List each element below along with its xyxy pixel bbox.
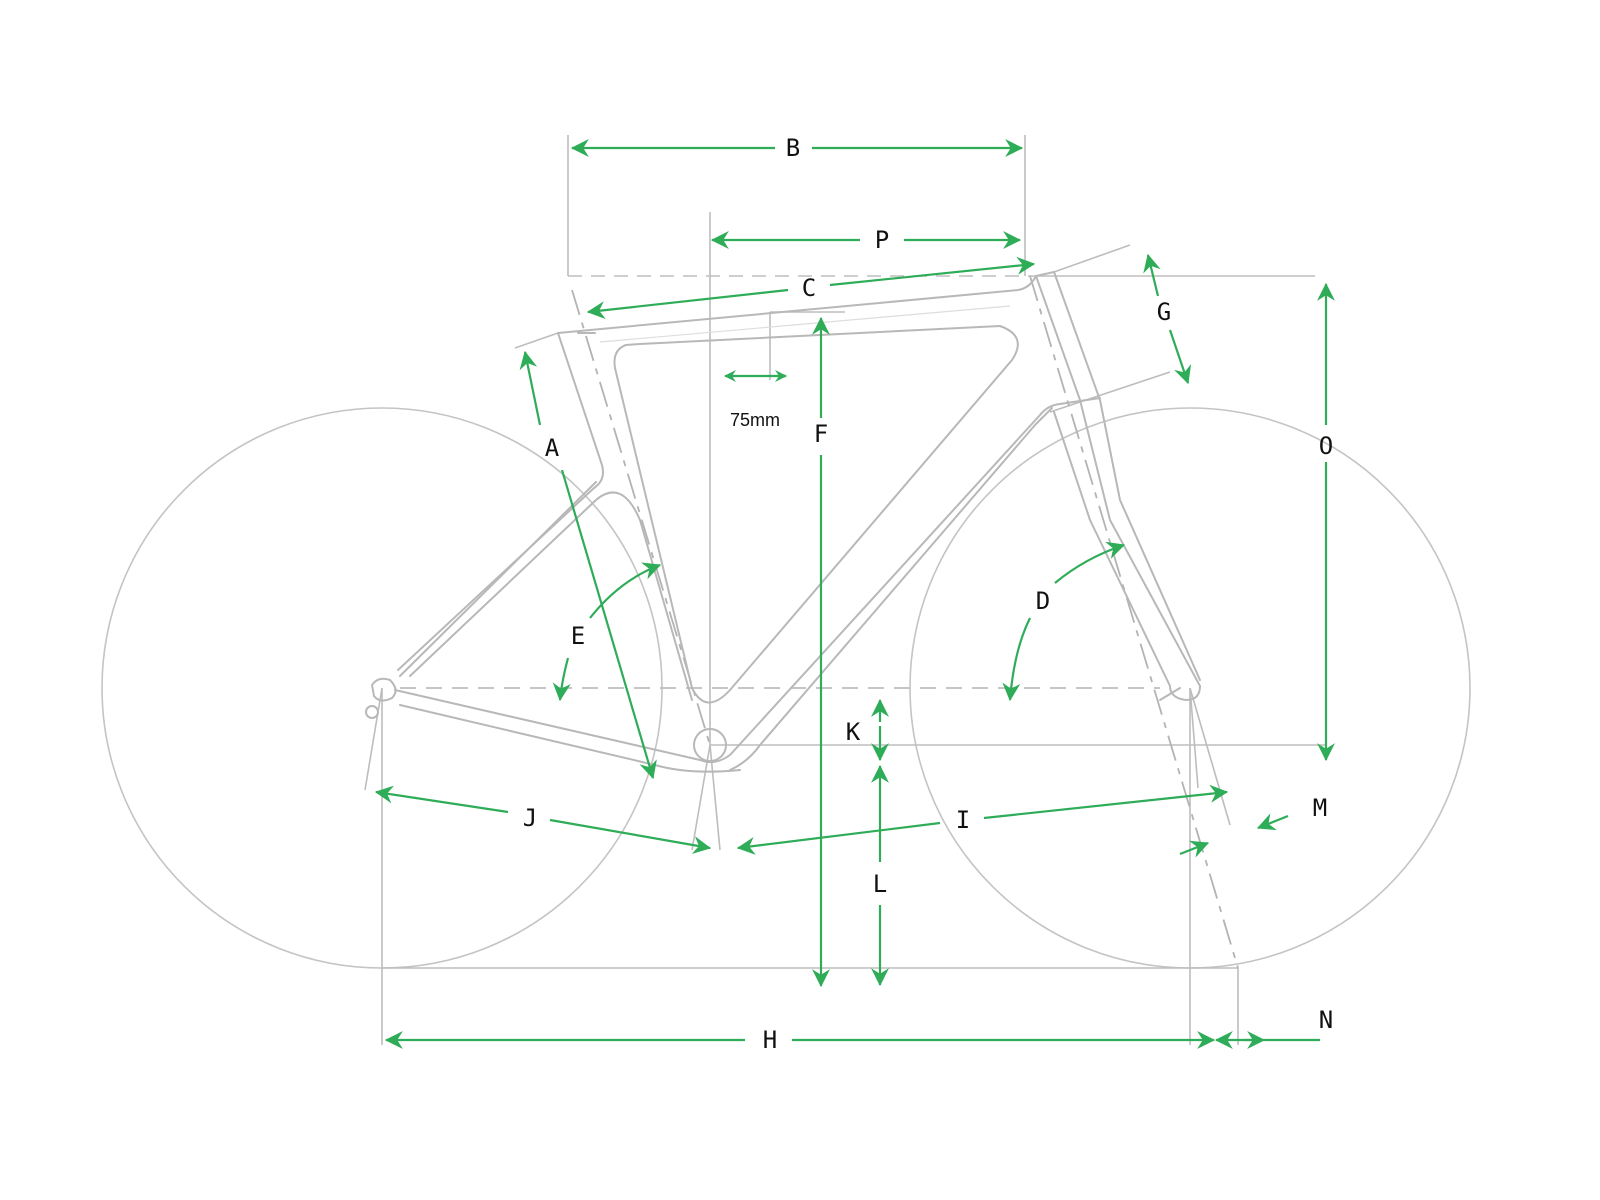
label-D: D [1036, 587, 1050, 615]
dimension-K: K [846, 698, 889, 762]
label-75mm: 75mm [730, 410, 780, 430]
dimension-O: O [1317, 282, 1335, 762]
dimension-H: H [384, 1026, 1216, 1054]
dimension-B: B [570, 134, 1024, 162]
dimension-I: I [736, 784, 1229, 855]
label-F: F [814, 420, 828, 448]
label-G: G [1157, 298, 1171, 326]
label-K: K [846, 718, 861, 746]
dimension-C: C [586, 256, 1036, 320]
dimension-D: D [1002, 541, 1126, 702]
steering-axis [1029, 275, 1239, 969]
reference-guides [364, 135, 1325, 1045]
dimension-E: E [552, 562, 662, 702]
label-A: A [545, 434, 560, 462]
label-N: N [1319, 1006, 1333, 1034]
dimension-P: P [710, 226, 1022, 254]
label-E: E [571, 622, 585, 650]
label-M: M [1313, 794, 1327, 822]
label-I: I [956, 806, 970, 834]
dimension-A: A [519, 350, 657, 780]
dimension-L: L [871, 764, 889, 987]
dimension-G: G [1143, 253, 1192, 385]
label-H: H [763, 1026, 777, 1054]
dimension-J: J [374, 785, 712, 854]
label-P: P [875, 226, 889, 254]
label-J: J [523, 804, 537, 832]
dimension-M: M [1179, 794, 1327, 858]
dimension-F: F [812, 316, 830, 988]
dimension-75mm: 75mm [724, 370, 787, 430]
label-L: L [873, 870, 887, 898]
label-B: B [786, 134, 800, 162]
dimension-N: N [1214, 1006, 1333, 1049]
bike-frame [365, 271, 1201, 773]
label-C: C [802, 274, 816, 302]
label-O: O [1319, 432, 1333, 460]
